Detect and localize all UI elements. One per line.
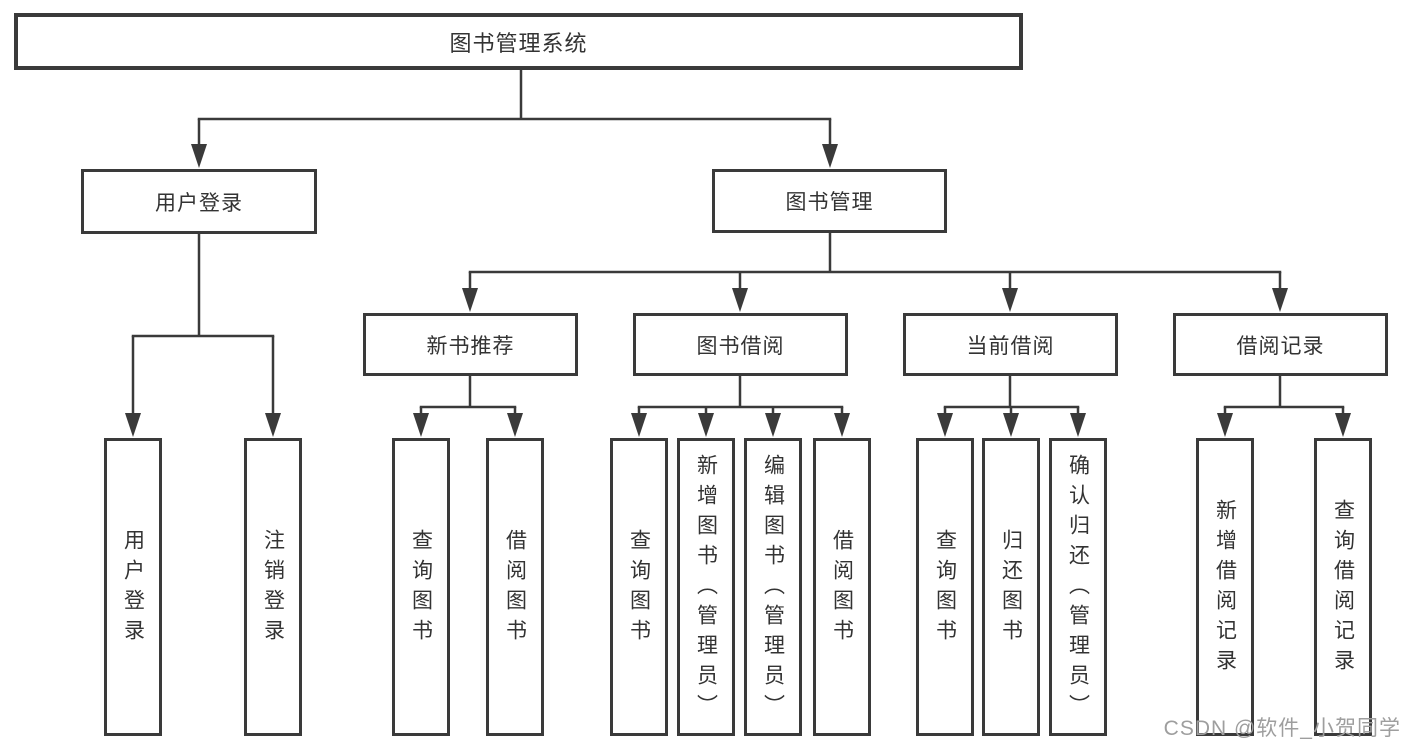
node-book-borrow: 图书借阅: [633, 313, 848, 376]
node-label: 查询借阅记录: [1331, 499, 1355, 679]
node-leaf-query-books-2: 查询图书: [610, 438, 668, 736]
node-label: 编辑图书（管理员）: [761, 454, 785, 724]
node-label: 查询图书: [627, 529, 651, 649]
node-label: 新书推荐: [426, 334, 515, 358]
node-label: 新增图书（管理员）: [694, 454, 718, 724]
node-leaf-query-books-1: 查询图书: [392, 438, 450, 736]
node-label: 图书管理系统: [449, 30, 588, 56]
node-book-management: 图书管理: [712, 169, 947, 233]
node-leaf-add-books-admin: 新增图书（管理员）: [677, 438, 735, 736]
node-label: 查询图书: [933, 529, 957, 649]
node-label: 借阅图书: [830, 529, 854, 649]
node-label: 图书借阅: [696, 334, 785, 358]
node-label: 用户登录: [121, 529, 145, 649]
node-user-login: 用户登录: [81, 169, 317, 234]
node-leaf-confirm-return-admin: 确认归还（管理员）: [1049, 438, 1107, 736]
node-root: 图书管理系统: [14, 13, 1023, 70]
node-leaf-edit-books-admin: 编辑图书（管理员）: [744, 438, 802, 736]
node-leaf-user-login: 用户登录: [104, 438, 162, 736]
node-label: 查询图书: [409, 529, 433, 649]
node-current-borrow: 当前借阅: [903, 313, 1118, 376]
node-label: 确认归还（管理员）: [1066, 454, 1090, 724]
node-new-book-recommend: 新书推荐: [363, 313, 578, 376]
node-label: 新增借阅记录: [1213, 499, 1237, 679]
node-label: 注销登录: [261, 529, 285, 649]
node-leaf-add-borrow-record: 新增借阅记录: [1196, 438, 1254, 736]
node-label: 图书管理: [785, 191, 874, 214]
node-leaf-borrow-books-1: 借阅图书: [486, 438, 544, 736]
node-leaf-return-books: 归还图书: [982, 438, 1040, 736]
watermark: CSDN @软件_小贺同学: [1163, 717, 1401, 740]
node-label: 归还图书: [999, 529, 1023, 649]
node-leaf-query-books-3: 查询图书: [916, 438, 974, 736]
node-label: 当前借阅: [966, 334, 1055, 358]
node-leaf-logout: 注销登录: [244, 438, 302, 736]
node-leaf-query-borrow-record: 查询借阅记录: [1314, 438, 1372, 736]
node-leaf-borrow-books-2: 借阅图书: [813, 438, 871, 736]
node-borrow-records: 借阅记录: [1173, 313, 1388, 376]
node-label: 用户登录: [155, 191, 243, 215]
node-label: 借阅记录: [1236, 334, 1325, 358]
node-label: 借阅图书: [503, 529, 527, 649]
